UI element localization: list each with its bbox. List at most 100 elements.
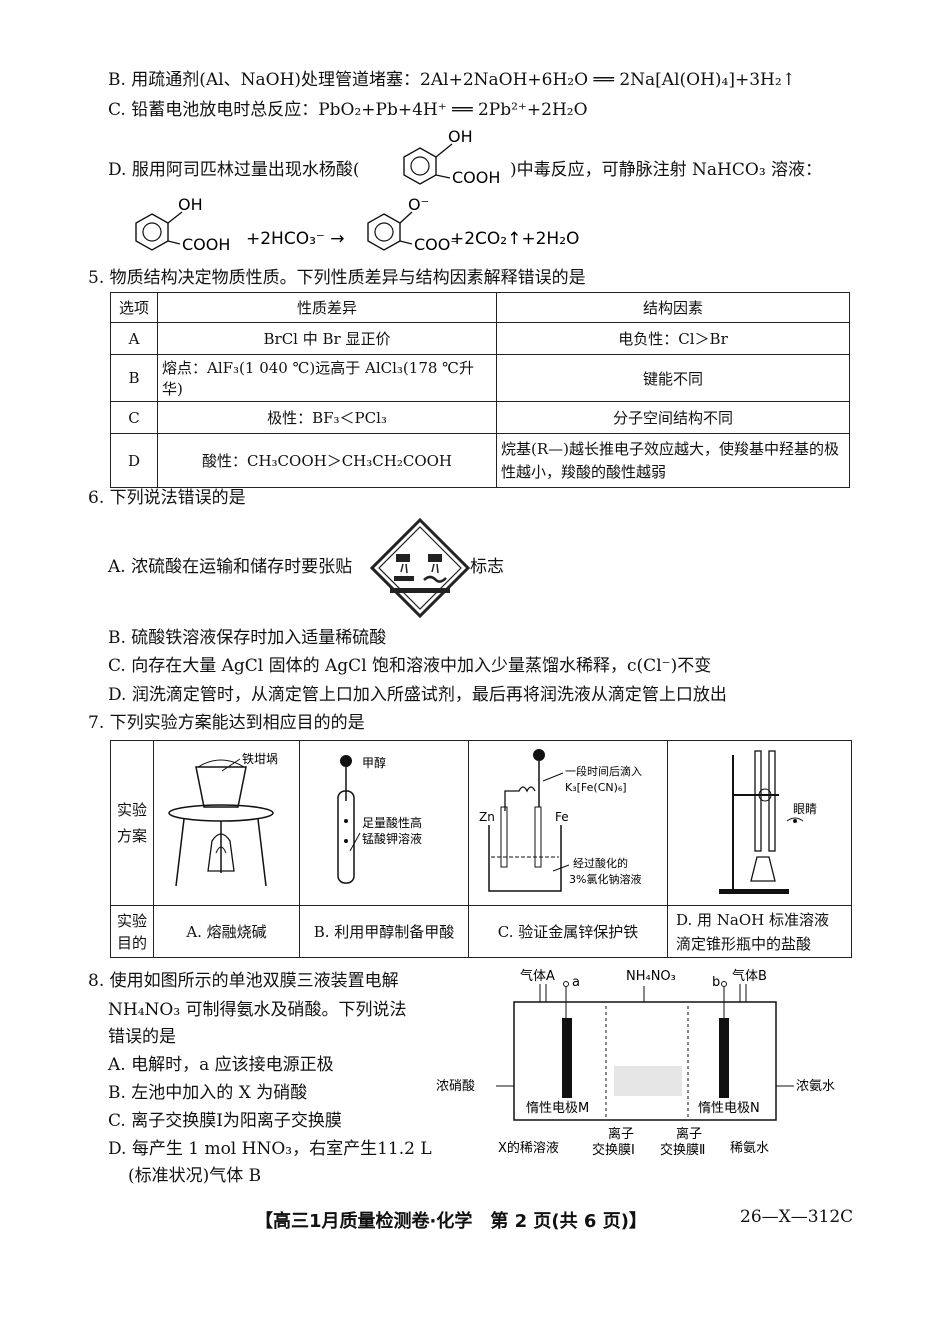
row-head-scheme: 实验 方案 xyxy=(110,740,154,906)
cell: 烷基(R—)越长推电子效应越大，使羧基中羟基的极性越小，羧酸的酸性越弱 xyxy=(496,433,850,488)
cell: A xyxy=(110,322,158,355)
head-text: 方案 xyxy=(116,827,147,845)
head-text: 实验 xyxy=(116,801,147,819)
cell: C xyxy=(110,401,158,434)
q8-option-b: B. 左池中加入的 X 为硝酸 xyxy=(108,1083,308,1103)
purpose-d: D. 用 NaOH 标准溶液滴定锥形瓶中的盐酸 xyxy=(667,905,852,958)
q6-option-d: D. 润洗滴定管时，从滴定管上口加入所盛试剂，最后再将润洗液从滴定管上口放出 xyxy=(108,685,727,705)
q4-option-b: B. 用疏通剂(Al、NaOH)处理管道堵塞：2Al+2NaOH+6H₂O ══… xyxy=(108,70,796,90)
membrane-2-label: 交换膜Ⅱ xyxy=(660,1142,705,1158)
cell: 熔点：AlF₃(1 040 ℃)远高于 AlCl₃(178 ℃升华) xyxy=(157,354,497,402)
purpose-c: C. 验证金属锌保护铁 xyxy=(468,905,668,958)
page-footer: 【高三1月质量检测卷·化学 第 2 页(共 6 页)】 xyxy=(255,1211,647,1232)
salicylic-acid-structure: OH COOH xyxy=(403,127,500,187)
equation-middle: +2HCO₃⁻ → xyxy=(246,229,345,249)
q8-option-a: A. 电解时，a 应该接电源正极 xyxy=(108,1055,334,1075)
nh4no3-label: NH₄NO₃ xyxy=(626,969,676,984)
head-text: 目的 xyxy=(116,933,147,952)
cooh-label-2: COOH xyxy=(182,235,230,254)
reaction-equation: OH COOH +2HCO₃⁻ → O⁻ COO⁻ +2CO₂↑+2H₂O xyxy=(135,195,579,254)
q6-stem: 6. 下列说法错误的是 xyxy=(88,488,246,508)
label: Fe xyxy=(555,810,569,824)
row-head-purpose: 实验 目的 xyxy=(110,905,154,958)
q7-stem: 7. 下列实验方案能达到相应目的的是 xyxy=(88,713,365,733)
label: 足量酸性高 xyxy=(362,815,422,830)
conc-nh3-label: 浓氨水 xyxy=(796,1079,835,1094)
q6-option-c: C. 向存在大量 AgCl 固体的 AgCl 饱和溶液中加入少量蒸馏水稀释，c(… xyxy=(108,656,712,676)
figure-d: 眼睛 xyxy=(667,740,852,906)
table-row: B 熔点：AlF₃(1 040 ℃)远高于 AlCl₃(178 ℃升华) 键能不… xyxy=(110,354,850,402)
q8-line: 错误的是 xyxy=(108,1027,176,1047)
cell: D xyxy=(110,433,158,488)
cell: 电负性：Cl＞Br xyxy=(496,322,850,355)
galvanic-cell-apparatus: 一段时间后滴入 K₃[Fe(CN)₆] Zn Fe 经过酸化的 3%氯化钠溶液 xyxy=(479,749,642,892)
cell: 极性：BF₃＜PCl₃ xyxy=(157,401,497,434)
cell: B xyxy=(110,354,158,402)
equation-end: +2CO₂↑+2H₂O xyxy=(450,229,579,249)
header-property: 性质差异 xyxy=(157,292,497,323)
q8-option-c: C. 离子交换膜Ⅰ为阳离子交换膜 xyxy=(108,1111,342,1131)
label: 甲醇 xyxy=(362,755,386,770)
purpose-a: A. 熔融烧碱 xyxy=(153,905,300,958)
gas-a-label: 气体A xyxy=(520,968,555,984)
electrode-m-label: 惰性电极M xyxy=(526,1101,589,1116)
head-text: 实验 xyxy=(116,911,147,930)
test-tube-apparatus: 甲醇 足量酸性高 锰酸钾溶液 xyxy=(337,755,422,884)
table-row: A BrCl 中 Br 显正价 电负性：Cl＞Br xyxy=(110,322,850,355)
electrode-n-label: 惰性电极N xyxy=(698,1101,760,1116)
q6-option-a-suffix: 标志 xyxy=(470,557,504,577)
crucible-apparatus: 铁坩埚 xyxy=(168,752,278,887)
q8-line: NH₄NO₃ 可制得氨水及硝酸。下列说法 xyxy=(108,1000,407,1020)
cell: BrCl 中 Br 显正价 xyxy=(157,322,497,355)
cooh-label: COOH xyxy=(452,168,500,187)
label: 锰酸钾溶液 xyxy=(362,831,422,846)
q6-option-a-prefix: A. 浓硫酸在运输和储存时要张贴 xyxy=(108,557,353,577)
table-row: D 酸性：CH₃COOH＞CH₃CH₂COOH 烷基(R—)越长推电子效应越大，… xyxy=(110,433,850,488)
membrane-2-label: 离子 xyxy=(676,1126,702,1142)
coo-minus-label: COO⁻ xyxy=(414,235,459,254)
o-minus-label: O⁻ xyxy=(408,195,429,214)
q6-option-b: B. 硫酸铁溶液保存时加入适量稀硫酸 xyxy=(108,628,387,648)
q8-option-d: D. 每产生 1 mol HNO₃，右室产生11.2 L xyxy=(108,1139,432,1159)
cell: 键能不同 xyxy=(496,354,850,402)
label: 眼睛 xyxy=(793,802,817,816)
q5-stem: 5. 物质结构决定物质性质。下列性质差异与结构因素解释错误的是 xyxy=(88,268,586,288)
label: 一段时间后滴入 xyxy=(565,764,642,778)
figure-a: 铁坩埚 xyxy=(153,740,300,906)
gas-b-label: 气体B xyxy=(732,968,767,984)
cell: 分子空间结构不同 xyxy=(496,401,850,434)
q4-option-d-suffix: )中毒反应，可静脉注射 NaHCO₃ 溶液： xyxy=(510,160,823,180)
membrane-1-label: 离子 xyxy=(608,1126,634,1142)
q4-option-d-prefix: D. 服用阿司匹林过量出现水杨酸( xyxy=(108,160,360,180)
membrane-1-label: 交换膜Ⅰ xyxy=(592,1142,635,1158)
table-header-row: 选项 性质差异 结构因素 xyxy=(110,292,850,323)
label: 经过酸化的 xyxy=(573,856,628,870)
electrolysis-cell-diagram: 气体A a NH₄NO₃ b 气体B 浓硝酸 浓氨水 惰性电极M 惰性电极N X… xyxy=(436,968,835,1158)
q5-table: 选项 性质差异 结构因素 A BrCl 中 Br 显正价 电负性：Cl＞Br B… xyxy=(110,292,850,488)
table-row: C 极性：BF₃＜PCl₃ 分子空间结构不同 xyxy=(110,401,850,434)
q7-table: 实验 方案 铁坩埚 甲醇 xyxy=(110,740,852,958)
dilute-nh3-label: 稀氨水 xyxy=(730,1141,769,1156)
titration-apparatus: 眼睛 xyxy=(718,750,817,894)
header-option: 选项 xyxy=(110,292,158,323)
cell: 酸性：CH₃COOH＞CH₃CH₂COOH xyxy=(157,433,497,488)
exam-code: 26—X—312C xyxy=(740,1207,854,1227)
label: 铁坩埚 xyxy=(242,752,278,766)
conc-hno3-label: 浓硝酸 xyxy=(436,1079,475,1094)
label: K₃[Fe(CN)₆] xyxy=(565,781,627,794)
purpose-b: B. 利用甲醇制备甲酸 xyxy=(299,905,469,958)
q8-option-d-cont: (标准状况)气体 B xyxy=(128,1166,262,1186)
label: 3%氯化钠溶液 xyxy=(569,872,641,886)
label: Zn xyxy=(479,810,495,824)
q4-option-c: C. 铅蓄电池放电时总反应：PbO₂+Pb+4H⁺ ══ 2Pb²⁺+2H₂O xyxy=(108,100,588,120)
x-dilute-label: X的稀溶液 xyxy=(498,1140,559,1156)
terminal-b-label: b xyxy=(712,975,720,990)
oh-label-2: OH xyxy=(178,195,203,214)
terminal-a-label: a xyxy=(572,975,580,990)
figure-b: 甲醇 足量酸性高 锰酸钾溶液 xyxy=(299,740,469,906)
oh-label: OH xyxy=(448,127,473,146)
corrosive-hazard-icon xyxy=(370,518,470,618)
figure-c: 一段时间后滴入 K₃[Fe(CN)₆] Zn Fe 经过酸化的 3%氯化钠溶液 xyxy=(468,740,668,906)
q8-line: 8. 使用如图所示的单池双膜三液装置电解 xyxy=(88,971,399,991)
header-structure: 结构因素 xyxy=(496,292,850,323)
